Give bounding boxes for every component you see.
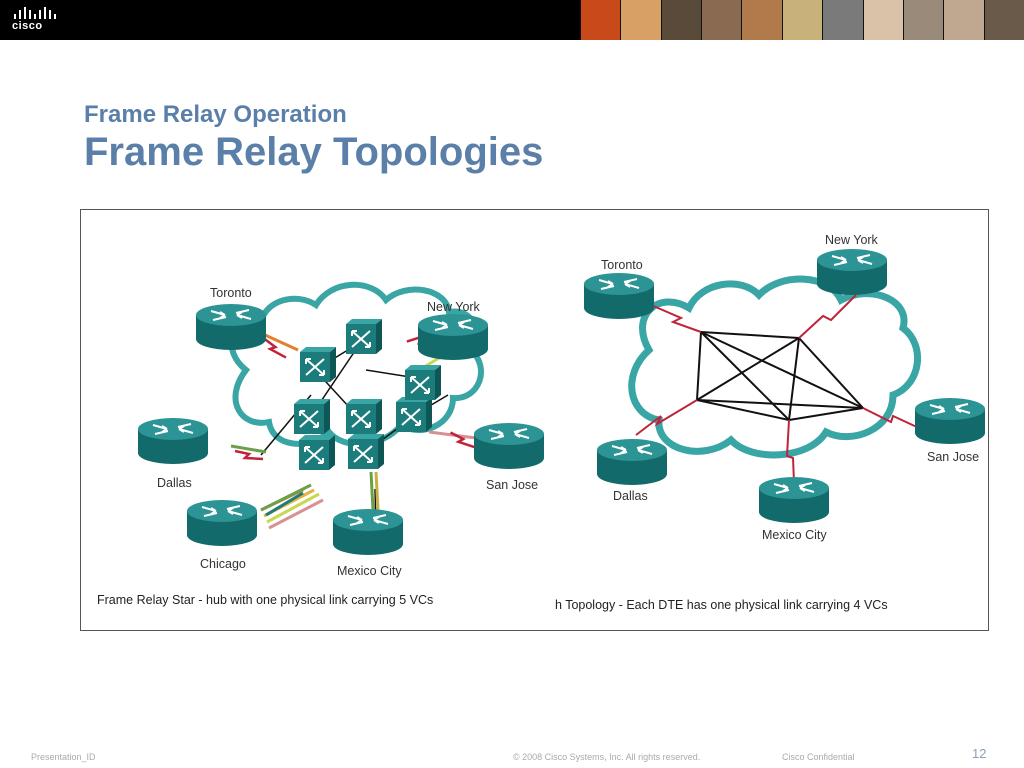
star-topology: Toronto New York Dallas San Jose Chicago…: [97, 281, 545, 607]
people-photo-strip: [580, 0, 1024, 40]
page-number: 12: [972, 746, 987, 761]
topology-diagram: Toronto New York Dallas San Jose Chicago…: [80, 209, 989, 631]
router-icon: [473, 422, 545, 470]
header-photo: [580, 0, 621, 40]
mesh-caption: h Topology - Each DTE has one physical l…: [555, 598, 888, 612]
star-vc-bundle: [260, 483, 324, 530]
router-icon: [332, 508, 404, 556]
frame-relay-switch-icon: [404, 364, 442, 401]
mesh-label-san-jose: San Jose: [927, 450, 979, 464]
header-photo: [943, 0, 984, 40]
footer-confidential: Cisco Confidential: [782, 752, 855, 762]
star-label-dallas: Dallas: [157, 476, 192, 490]
router-icon: [758, 476, 830, 524]
star-label-san-jose: San Jose: [486, 478, 538, 492]
frame-relay-switch-icon: [298, 434, 336, 471]
router-icon: [137, 417, 209, 465]
footer-presentation-id: Presentation_ID: [31, 752, 96, 762]
frame-relay-switch-icon: [345, 318, 383, 355]
star-label-toronto: Toronto: [210, 286, 252, 300]
topology-svg: Toronto New York Dallas San Jose Chicago…: [97, 233, 986, 612]
logo-text: cisco: [12, 20, 43, 32]
mesh-vc-links: [696, 331, 864, 421]
header-photo: [781, 0, 823, 40]
top-banner: cisco: [0, 0, 1024, 40]
mesh-label-toronto: Toronto: [601, 258, 643, 272]
router-icon: [816, 248, 888, 296]
router-icon: [186, 499, 258, 547]
star-label-mexico-city: Mexico City: [337, 564, 402, 578]
cisco-logo: cisco: [12, 6, 60, 34]
header-photo: [741, 0, 782, 40]
slide-subtitle: Frame Relay Operation: [84, 101, 347, 128]
header-photo: [902, 0, 944, 40]
mesh-label-mexico-city: Mexico City: [762, 528, 827, 542]
header-photo: [701, 0, 742, 40]
frame-relay-switch-icon: [347, 433, 385, 470]
star-caption: Frame Relay Star - hub with one physical…: [97, 593, 433, 607]
star-label-chicago: Chicago: [200, 557, 246, 571]
mesh-label-dallas: Dallas: [613, 489, 648, 503]
frame-relay-switch-icon: [293, 398, 331, 435]
router-icon: [195, 303, 267, 351]
frame-relay-switch-icon: [299, 346, 337, 383]
router-icon: [583, 272, 655, 320]
header-photo: [862, 0, 903, 40]
slide-title: Frame Relay Topologies: [84, 130, 544, 174]
router-icon: [596, 438, 668, 486]
frame-relay-switch-icon: [345, 398, 383, 435]
mesh-label-new-york: New York: [825, 233, 879, 247]
star-label-new-york: New York: [427, 300, 481, 314]
mesh-access-links: [635, 294, 920, 483]
router-icon: [914, 397, 986, 445]
footer-copyright: © 2008 Cisco Systems, Inc. All rights re…: [513, 752, 701, 762]
mesh-topology: Toronto New York Dallas San Jose Mexico …: [555, 233, 986, 612]
header-photo: [822, 0, 863, 40]
header-photo: [660, 0, 702, 40]
cisco-bars-icon: [14, 7, 56, 19]
frame-relay-switch-icon: [395, 396, 433, 433]
router-icon: [417, 313, 489, 361]
header-photo: [620, 0, 661, 40]
header-photo: [983, 0, 1024, 40]
